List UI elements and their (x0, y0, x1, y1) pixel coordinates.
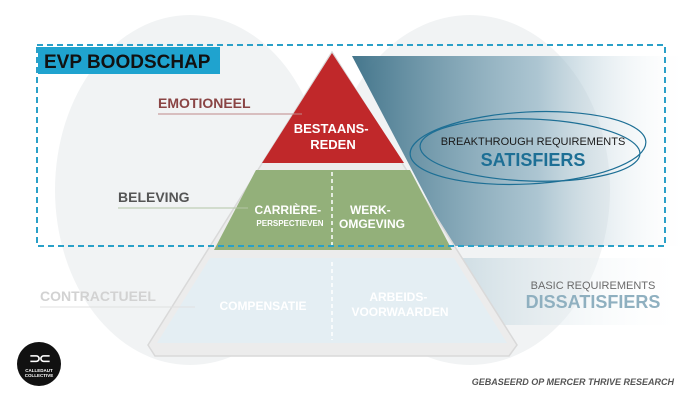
level-label-beleving: BELEVING (118, 189, 190, 205)
middle-left-line-2: PERSPECTIEVEN (256, 219, 323, 228)
top-tier-label: BESTAANS- REDEN (294, 121, 373, 152)
satisfiers-loop-outer (409, 110, 647, 186)
top-tier-line-1: BESTAANS- (294, 121, 369, 136)
title-text: EVP BOODSCHAP (44, 52, 211, 73)
source-note: GEBASEERD OP MERCER THRIVE RESEARCH (472, 377, 675, 387)
middle-right-line-1: WERK- (350, 203, 391, 217)
satisfiers-gradient-band (352, 56, 690, 246)
dissatisfiers-gradient-band (458, 258, 690, 325)
top-tier-line-2: REDEN (310, 137, 356, 152)
middle-right-line-2: OMGEVING (339, 217, 405, 231)
calledaut-logo: ⊃⊂ CALLEDAUT COLLECTIVE (17, 342, 61, 386)
level-label-emotioneel: EMOTIONEEL (158, 95, 251, 111)
middle-left-line-1: CARRIÈRE- (254, 202, 321, 217)
dissatisfiers-subtitle: BASIC REQUIREMENTS (531, 280, 656, 292)
pyramid-top-tier (262, 53, 404, 163)
title-box (38, 47, 220, 74)
logo-mark-icon: ⊃⊂ (29, 350, 50, 366)
bottom-right-line-2: VOORWAARDEN (351, 305, 448, 319)
bottom-left-label: COMPENSATIE (219, 299, 306, 313)
bottom-right-label: ARBEIDS- VOORWAARDEN (351, 290, 448, 319)
satisfiers-subtitle: BREAKTHROUGH REQUIREMENTS (441, 136, 626, 148)
evp-dashed-frame (36, 44, 666, 247)
middle-left-label: CARRIÈRE- PERSPECTIEVEN (254, 201, 325, 228)
satisfiers-title: SATISFIERS (481, 150, 586, 170)
middle-right-label: WERK- OMGEVING (339, 203, 405, 231)
logo-line-1: CALLEDAUT (25, 368, 53, 373)
dissatisfiers-title: DISSATISFIERS (526, 292, 661, 312)
logo-line-2: COLLECTIVE (24, 373, 54, 378)
bottom-right-line-1: ARBEIDS- (369, 290, 427, 304)
satisfiers-loop-inner (419, 118, 641, 182)
level-label-contractueel: CONTRACTUEEL (40, 288, 156, 304)
satisfiers-loop (409, 110, 647, 186)
pyramid-middle-tier (214, 170, 452, 250)
